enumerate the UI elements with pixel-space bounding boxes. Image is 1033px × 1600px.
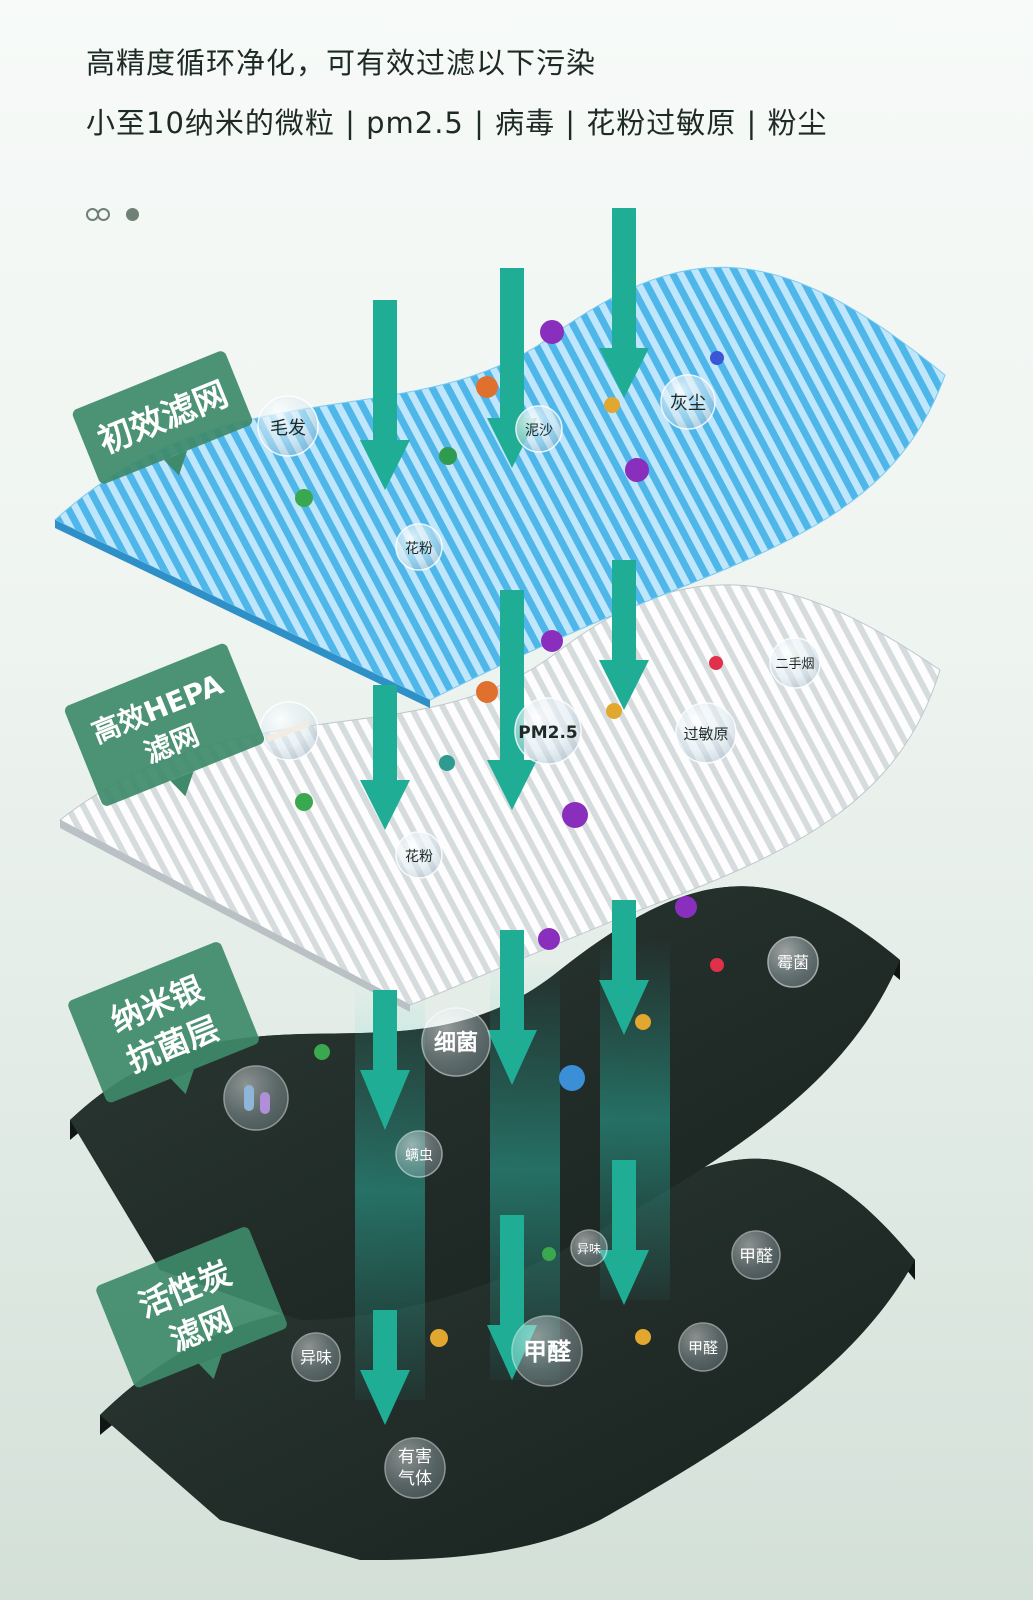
germ-icon [260, 1092, 270, 1114]
bubble-odor-2: 异味 [291, 1332, 341, 1382]
svg-text:花粉: 花粉 [405, 541, 433, 557]
particle-icon [635, 1014, 651, 1030]
svg-text:灰尘: 灰尘 [670, 393, 706, 414]
particle-icon [635, 1329, 651, 1345]
carousel-indicator[interactable] [86, 208, 139, 221]
cigarette-bubble [259, 701, 319, 761]
virus-icon [562, 802, 588, 828]
germ-icon [244, 1085, 254, 1111]
dot-icon [126, 208, 139, 221]
particle-icon [710, 351, 724, 365]
bubble-mite: 螨虫 [395, 1130, 443, 1178]
bubble-harmful-gas: 有害 气体 [384, 1437, 446, 1499]
arrow-down-icon [360, 990, 410, 1130]
particle-icon [295, 489, 313, 507]
bubble-pollen-2: 花粉 [395, 831, 443, 879]
bubble-pollen-1: 花粉 [395, 523, 443, 571]
bubble-mold: 霉菌 [767, 936, 819, 988]
svg-text:毛发: 毛发 [270, 418, 306, 439]
hepa-layer [59, 584, 941, 1012]
cigarette-icon [266, 720, 310, 742]
particle-icon [606, 703, 622, 719]
particle-icon [542, 1247, 556, 1261]
particle-icon [709, 656, 723, 670]
bubble-sand: 泥沙 [515, 405, 563, 453]
svg-text:异味: 异味 [577, 1242, 601, 1256]
svg-text:花粉: 花粉 [405, 849, 433, 865]
svg-text:二手烟: 二手烟 [775, 657, 814, 672]
bubble-bacteria: 细菌 [421, 1007, 491, 1077]
primary-filter-layer [54, 266, 946, 708]
particle-icon [710, 958, 724, 972]
svg-text:霉菌: 霉菌 [777, 953, 809, 972]
virus-icon [540, 320, 564, 344]
svg-text:异味: 异味 [300, 1348, 332, 1367]
particle-icon [295, 793, 313, 811]
bubble-allergen: 过敏原 [675, 702, 737, 764]
svg-text:甲醛: 甲醛 [739, 1247, 773, 1267]
virus-icon [538, 928, 560, 950]
pollen-particle-icon [476, 376, 498, 398]
bubble-pm25: PM2.5 [514, 697, 582, 765]
arrow-down-icon [487, 930, 537, 1085]
header: 高精度循环净化，可有效过滤以下污染 小至10纳米的微粒 | pm2.5 | 病毒… [86, 40, 828, 142]
particle-icon [314, 1044, 330, 1060]
arrow-down-icon [599, 208, 649, 398]
virus-icon [625, 458, 649, 482]
nano-silver-layer [70, 886, 900, 1320]
arrow-down-icon [360, 685, 410, 830]
svg-text:甲醛: 甲醛 [688, 1339, 718, 1357]
arrow-down-icon [599, 1160, 649, 1305]
arrow-down-icon [360, 300, 410, 490]
germ-bubble [223, 1065, 289, 1131]
layer-tag-carbon: 活性炭 滤网 [96, 1227, 287, 1388]
bubble-dust: 灰尘 [660, 374, 716, 430]
bubble-formaldehyde-2: 甲醛 [511, 1315, 583, 1387]
bacteria-particle-icon [559, 1065, 585, 1091]
particle-icon [439, 447, 457, 465]
bubble-formaldehyde-3: 甲醛 [678, 1322, 728, 1372]
svg-text:甲醛: 甲醛 [523, 1338, 572, 1366]
svg-text:PM2.5: PM2.5 [518, 723, 578, 743]
particles [295, 320, 724, 1347]
arrow-down-icon [599, 900, 649, 1035]
headline: 高精度循环净化，可有效过滤以下污染 [86, 46, 597, 80]
svg-text:螨虫: 螨虫 [405, 1148, 433, 1164]
svg-text:细菌: 细菌 [434, 1030, 478, 1056]
virus-icon [541, 630, 563, 652]
bubble-formaldehyde-1: 甲醛 [731, 1230, 781, 1280]
svg-text:气体: 气体 [398, 1469, 432, 1489]
svg-text:有害: 有害 [398, 1447, 432, 1467]
ring-icon [97, 208, 110, 221]
bubble-smoke: 二手烟 [769, 637, 821, 689]
arrow-down-icon [360, 1310, 410, 1425]
bubble-hair: 毛发 [257, 395, 319, 457]
particle-icon [604, 397, 620, 413]
subheadline: 小至10纳米的微粒 | pm2.5 | 病毒 | 花粉过敏原 | 粉尘 [86, 106, 828, 140]
particle-icon [430, 1329, 448, 1347]
bubble-odor-1: 异味 [570, 1229, 608, 1267]
pollen-particle-icon [476, 681, 498, 703]
arrow-down-icon [599, 560, 649, 710]
svg-text:泥沙: 泥沙 [525, 423, 553, 439]
svg-text:过敏原: 过敏原 [683, 725, 728, 743]
layer-tag-hepa: 高效HEPA 滤网 [64, 643, 265, 806]
particle-icon [439, 755, 455, 771]
virus-icon [675, 896, 697, 918]
